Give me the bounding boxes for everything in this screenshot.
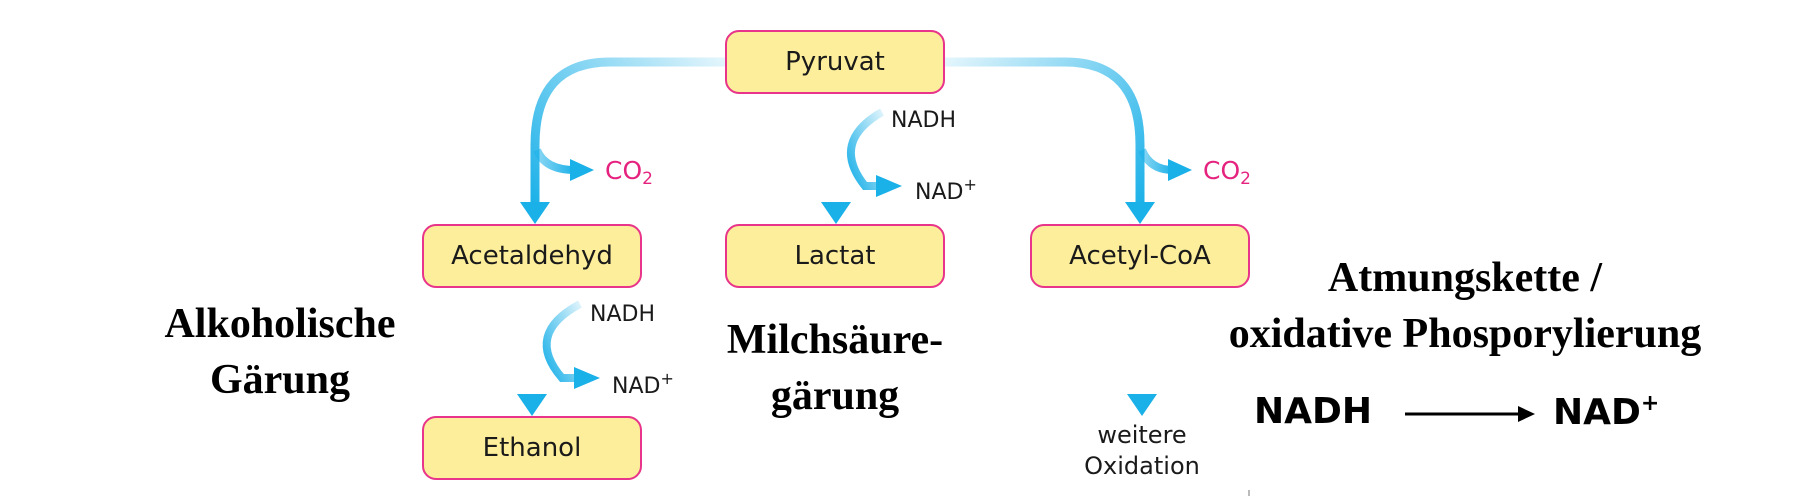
nadh-curve-lactat <box>847 108 885 190</box>
label-co2-right: CO2 <box>1203 156 1251 189</box>
arrowhead-lactat <box>821 202 851 224</box>
nad-arrowhead-ethanol <box>574 367 600 389</box>
label-nad-ethanol: NAD+ <box>612 369 674 399</box>
equation-nad-plus: + <box>1640 391 1660 416</box>
co-text: CO <box>1203 156 1241 185</box>
arrow-pyruvat-acetyl-coa <box>945 57 1145 210</box>
node-acetyl-coa: Acetyl-CoA <box>1030 224 1250 288</box>
heading-milch-line2: gärung <box>770 373 900 419</box>
equation-nad: NAD+ <box>1553 391 1659 433</box>
label-weitere-oxidation: weitere Oxidation <box>1072 420 1212 482</box>
nad-text: NAD <box>915 180 964 205</box>
heading-atmungskette: Atmungskette / oxidative Phosporylierung <box>1185 250 1745 362</box>
co2-arrowhead-left <box>570 159 594 181</box>
label-nadh-ethanol: NADH <box>590 302 655 327</box>
nad-plus: + <box>660 369 674 388</box>
nad-text: NAD <box>612 374 661 399</box>
heading-alkoholische-gaerung: Alkoholische Gärung <box>130 296 430 408</box>
heading-atmung-line1: Atmungskette / <box>1327 255 1603 301</box>
arrow-pyruvat-acetaldehyd <box>530 57 725 210</box>
co2-subscript: 2 <box>642 169 653 189</box>
heading-alkohol-line1: Alkoholische <box>164 301 396 347</box>
nad-plus: + <box>963 175 977 194</box>
label-nad-lactat: NAD+ <box>915 175 977 205</box>
co2-subscript: 2 <box>1240 169 1251 189</box>
label-nadh-lactat: NADH <box>891 108 956 133</box>
co2-arrow-left <box>533 148 576 174</box>
equation-arrowhead <box>1518 406 1535 422</box>
heading-milch-line1: Milchsäure- <box>726 317 944 363</box>
equation-nadh: NADH <box>1254 391 1373 432</box>
equation-nad-text: NAD <box>1553 392 1641 433</box>
co2-arrowhead-right <box>1168 159 1192 181</box>
weitere-text: weitere <box>1097 421 1187 449</box>
nad-arrowhead-lactat <box>876 175 902 197</box>
heading-alkohol-line2: Gärung <box>209 357 351 403</box>
nadh-curve-ethanol <box>542 300 582 382</box>
arrowhead-acetaldehyd <box>520 202 550 224</box>
co-text: CO <box>605 156 643 185</box>
label-co2-left: CO2 <box>605 156 653 189</box>
heading-milchsaeuregaerung: Milchsäure- gärung <box>705 312 965 424</box>
heading-atmung-line2: oxidative Phosporylierung <box>1228 311 1702 357</box>
node-acetaldehyd: Acetaldehyd <box>422 224 642 288</box>
arrowhead-oxidation <box>1127 394 1157 416</box>
arrowhead-ethanol <box>517 394 547 416</box>
oxidation-text: Oxidation <box>1084 452 1200 480</box>
node-ethanol: Ethanol <box>422 416 642 480</box>
node-pyruvat: Pyruvat <box>725 30 945 94</box>
arrowhead-acetyl-coa <box>1125 202 1155 224</box>
node-lactat: Lactat <box>725 224 945 288</box>
